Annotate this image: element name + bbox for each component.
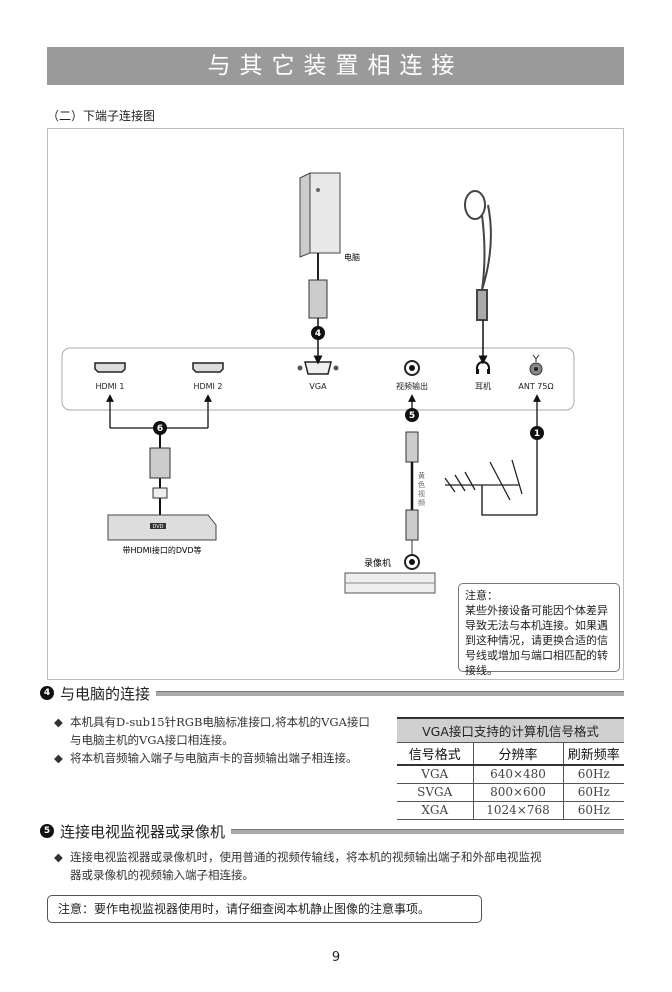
port-label-ant: ANT 75Ω [518, 382, 553, 391]
cable-label: 黄色 视频 [418, 471, 425, 507]
video-out-port-icon [404, 360, 420, 376]
port-label-hdmi1: HDMI 1 [95, 382, 124, 391]
page-title: 与其它装置相连接 [47, 47, 624, 85]
earphone-icon [464, 190, 492, 321]
svg-text:黄: 黄 [418, 471, 425, 480]
hdmi-cable-plug [149, 447, 171, 479]
port-label-headphone: 耳机 [475, 381, 491, 391]
dvd-label: 带HDMI接口的DVD等 [122, 545, 201, 555]
connection-diagram: HDMI 1 HDMI 2 VGA 视频输出 耳机 ANT 75Ω 电脑 DVD… [61, 172, 575, 594]
port-label-video-out: 视频输出 [396, 381, 428, 391]
vga-cable [308, 253, 328, 365]
hdmi2-port-icon [192, 362, 224, 373]
svg-text:DVD: DVD [152, 524, 163, 530]
page-number: 9 [331, 950, 341, 965]
svg-text:视: 视 [418, 489, 425, 498]
compatibility-note: 注意： 某些外接设备可能因个体差异导致无法与本机连接。如果遇到这种情况，请更换合… [458, 583, 620, 677]
marker-4: 4 [315, 329, 321, 339]
section-4-bullets: ◆本机具有D-sub15针RGB电脑标准接口,将本机的VGA接口与电脑主机的VG… [54, 715, 370, 765]
subtitle: （二）下端子连接图 [47, 109, 156, 123]
computer-icon [299, 172, 341, 258]
vga-port-icon [297, 361, 339, 375]
port-label-vga: VGA [309, 382, 327, 391]
dvd-player-icon: DVD [107, 514, 217, 541]
hdmi1-port-icon [94, 362, 126, 373]
marker-6: 6 [157, 424, 163, 434]
port-label-hdmi2: HDMI 2 [193, 382, 222, 391]
monitor-usage-note: 注意：要作电视监视器使用时，请仔细查阅本机静止图像的注意事项。 [47, 895, 482, 923]
antenna-icon [444, 459, 523, 501]
vcr-label: 录像机 [364, 557, 391, 569]
svg-text:色: 色 [418, 480, 425, 489]
marker-5: 5 [409, 411, 415, 421]
vcr-icon [344, 572, 436, 594]
antenna-port-icon [529, 354, 543, 376]
section-5-bullets: ◆连接电视监视器或录像机时，使用普通的视频传输线，将本机的视频输出端子和外部电视… [54, 850, 542, 882]
connection-diagram-frame [47, 128, 624, 680]
computer-label: 电脑 [344, 252, 360, 262]
marker-1: 1 [534, 429, 540, 439]
svg-text:频: 频 [418, 498, 425, 507]
